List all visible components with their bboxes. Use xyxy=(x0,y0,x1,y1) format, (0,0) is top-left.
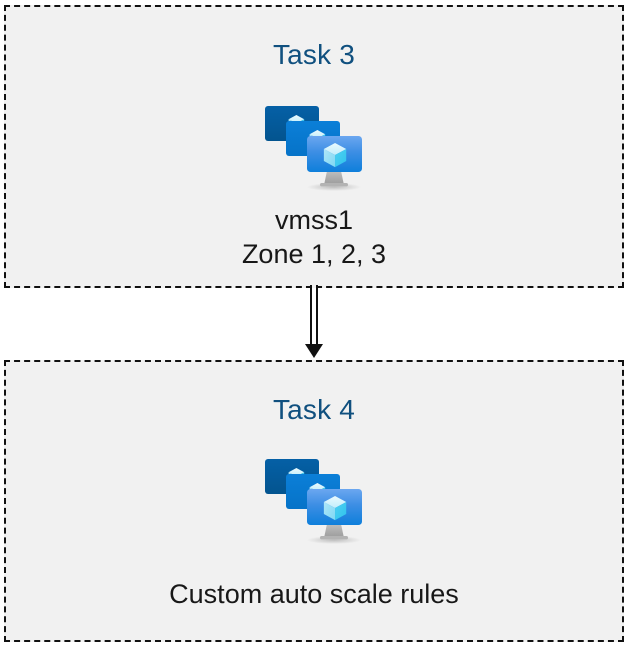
task3-title: Task 3 xyxy=(272,39,356,70)
connector-arrowhead xyxy=(305,344,323,358)
connector-shaft-right xyxy=(316,285,318,345)
task3-caption-line-1: vmss1 xyxy=(274,205,353,235)
connector-shaft-left xyxy=(310,285,312,345)
group-box-task3-content: Task 3 xyxy=(6,7,622,286)
task4-title: Task 4 xyxy=(272,394,356,425)
group-box-task4-content: Task 4 xyxy=(6,362,622,640)
azure-vm-scale-set-icon xyxy=(263,450,375,546)
group-box-task4: Task 4 xyxy=(4,360,624,642)
task4-caption: Custom auto scale rules xyxy=(6,577,622,611)
connector-task3-to-task4 xyxy=(299,285,329,361)
task3-caption: vmss1 Zone 1, 2, 3 xyxy=(6,203,622,271)
task4-caption-line-1: Custom auto scale rules xyxy=(169,579,459,609)
task3-caption-line-2: Zone 1, 2, 3 xyxy=(241,239,387,269)
group-box-task3: Task 3 xyxy=(4,5,624,288)
azure-vm-scale-set-icon xyxy=(263,97,375,193)
